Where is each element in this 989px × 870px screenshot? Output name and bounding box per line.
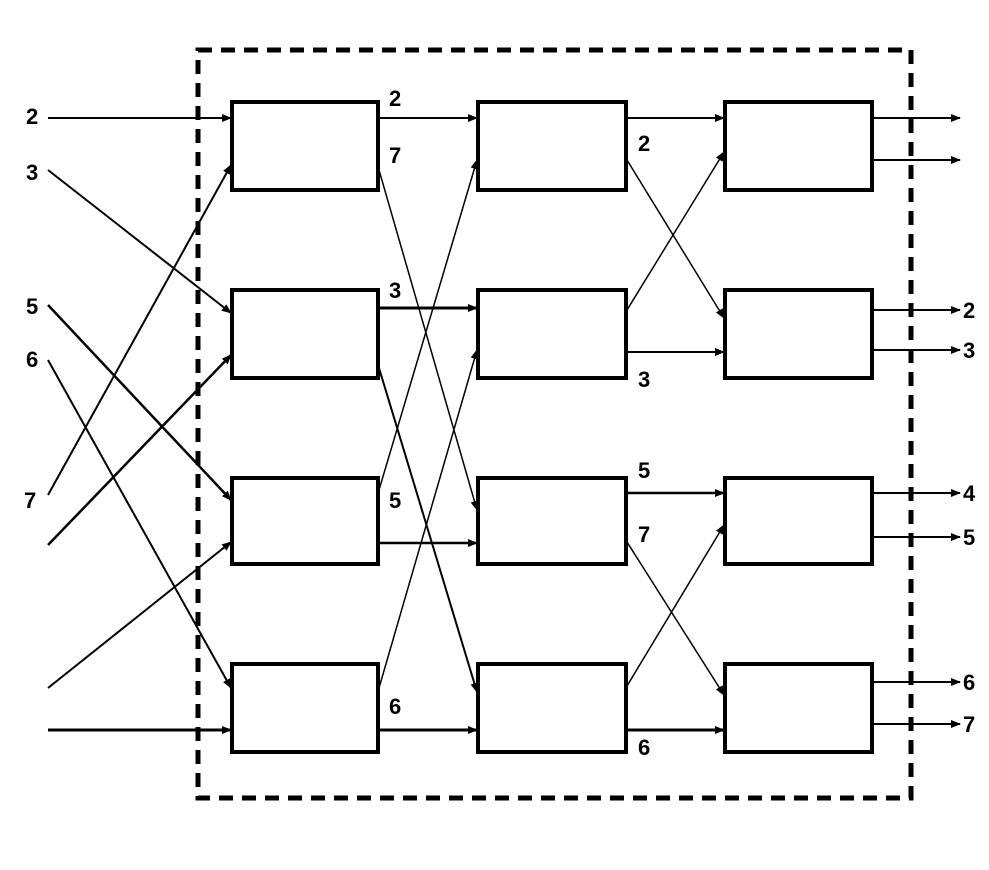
link-2-2-to-3-1 [626, 151, 725, 311]
link-2-3-to-3-4 [626, 541, 725, 696]
input-label: 2 [26, 104, 38, 129]
link-label: 3 [389, 278, 401, 303]
input-label: 3 [26, 160, 38, 185]
input-line-6 [47, 359, 232, 689]
output-label: 7 [963, 712, 975, 737]
link-label: 3 [638, 367, 650, 392]
link-2-4-to-3-3 [626, 524, 725, 687]
link-1-1-to-2-3 [378, 169, 479, 511]
switch-box-1-4 [230, 662, 380, 754]
link-label: 2 [638, 131, 650, 156]
link-label: 6 [389, 694, 401, 719]
switch-box-3-3 [723, 476, 874, 566]
link-label: 7 [638, 522, 650, 547]
input-line-5 [47, 304, 232, 501]
output-label: 5 [963, 525, 975, 550]
link-label: 7 [389, 143, 401, 168]
link-label: 5 [638, 458, 650, 483]
output-label: 2 [963, 298, 975, 323]
input-label: 7 [24, 488, 36, 513]
input-line-unlabeled-a [47, 354, 232, 546]
network-boundary [195, 47, 914, 801]
switch-box-3-1 [723, 100, 874, 192]
input-label: 5 [26, 294, 38, 319]
switch-box-2-2 [476, 288, 628, 380]
switch-box-2-4 [476, 662, 628, 754]
link-label: 6 [638, 735, 650, 760]
link-2-1-to-3-2 [626, 159, 725, 319]
link-label: 5 [389, 488, 401, 513]
link-label: 2 [389, 86, 401, 111]
switch-box-2-1 [476, 100, 628, 192]
link-1-3-to-2-1 [378, 159, 479, 491]
switch-box-1-2 [230, 288, 380, 380]
switch-box-1-3 [230, 476, 380, 566]
input-line-3 [47, 169, 232, 314]
switch-box-2-3 [476, 476, 628, 566]
switch-box-3-4 [723, 662, 874, 754]
link-1-4-to-2-2 [378, 349, 479, 689]
output-label: 4 [963, 481, 976, 506]
input-line-7 [47, 164, 232, 496]
link-1-2-to-2-4 [378, 367, 479, 693]
output-label: 6 [963, 670, 975, 695]
switch-box-3-2 [723, 288, 874, 380]
input-label: 6 [26, 347, 38, 372]
output-label: 3 [963, 338, 975, 363]
switch-box-1-1 [230, 100, 380, 192]
input-line-unlabeled-b [47, 541, 232, 689]
